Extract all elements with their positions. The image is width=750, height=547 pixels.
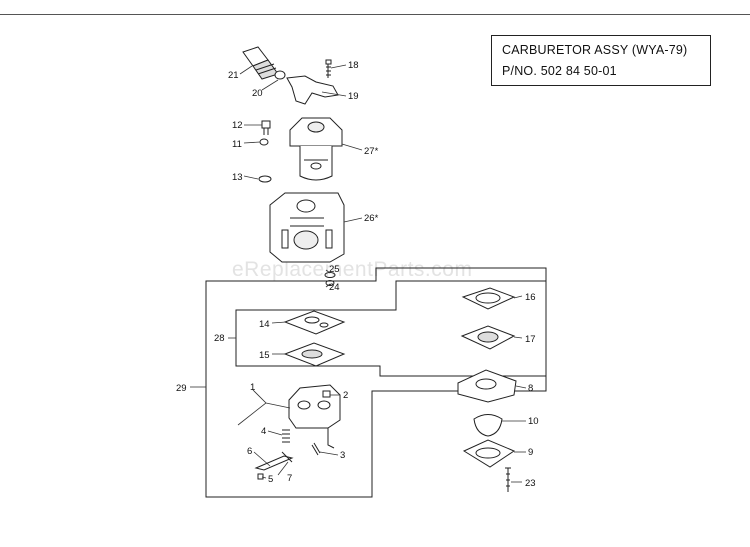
- part-12-screw: [261, 120, 271, 135]
- callout-23: 23: [525, 478, 536, 489]
- callout-16: 16: [525, 292, 536, 303]
- part-11-oring: [259, 138, 269, 146]
- part-21-fitting: [242, 46, 279, 80]
- part-27-body-top: [289, 117, 343, 181]
- part-19-lever: [286, 75, 339, 105]
- callout-26: 26*: [364, 213, 379, 224]
- callout-18: 18: [348, 60, 359, 71]
- callout-8: 8: [528, 383, 533, 394]
- part-20-nut: [274, 70, 286, 80]
- callout-29: 29: [176, 383, 187, 394]
- callout-13: 13: [232, 172, 243, 183]
- callout-28: 28: [214, 333, 225, 344]
- callout-1: 1: [250, 382, 255, 393]
- callout-3: 3: [340, 450, 345, 461]
- part-6-lever: [254, 455, 294, 471]
- part-23-screw: [505, 467, 511, 492]
- assembly-title: CARBURETOR ASSY (WYA-79): [502, 43, 688, 57]
- callout-21: 21: [228, 70, 239, 81]
- leader-lines: [190, 64, 527, 483]
- part-5-screw: [257, 473, 264, 480]
- part-3-needle: [311, 442, 321, 456]
- part-4-spring: [282, 429, 290, 443]
- callout-14: 14: [259, 319, 270, 330]
- part-14-gasket: [283, 310, 346, 335]
- callout-2: 2: [343, 390, 348, 401]
- part-9-plate: [462, 439, 516, 468]
- part-16-gasket: [461, 287, 516, 310]
- part-10-primer-bulb: [473, 414, 503, 437]
- callout-20: 20: [252, 88, 263, 99]
- callout-5: 5: [268, 474, 273, 485]
- callout-25: 25: [329, 264, 340, 275]
- callout-11: 11: [232, 139, 242, 150]
- part-1-lower-body: [288, 384, 341, 449]
- callout-17: 17: [525, 334, 536, 345]
- part-18-screw: [325, 59, 332, 78]
- part-17-diaphragm: [460, 325, 516, 350]
- title-box: CARBURETOR ASSY (WYA-79) P/NO. 502 84 50…: [491, 35, 711, 86]
- callout-4: 4: [261, 426, 266, 437]
- callout-27: 27*: [364, 146, 379, 157]
- part-2-plug: [322, 390, 331, 398]
- watermark: eReplacementParts.com: [232, 258, 473, 281]
- callout-10: 10: [528, 416, 539, 427]
- callout-12: 12: [232, 120, 243, 131]
- top-rule: [0, 14, 750, 15]
- part-7-pin: [281, 451, 293, 463]
- callout-19: 19: [348, 91, 359, 102]
- callout-6: 6: [247, 446, 252, 457]
- part-13-clip: [258, 175, 272, 183]
- callout-7: 7: [287, 473, 292, 484]
- part-24-oring: [325, 280, 335, 286]
- part-8-cover: [457, 369, 517, 403]
- part-26-body-main: [269, 192, 345, 263]
- part-15-diaphragm: [283, 342, 346, 367]
- callout-15: 15: [259, 350, 270, 361]
- part-number: P/NO. 502 84 50-01: [502, 64, 617, 78]
- callout-9: 9: [528, 447, 533, 458]
- callout-24: 24: [329, 282, 340, 293]
